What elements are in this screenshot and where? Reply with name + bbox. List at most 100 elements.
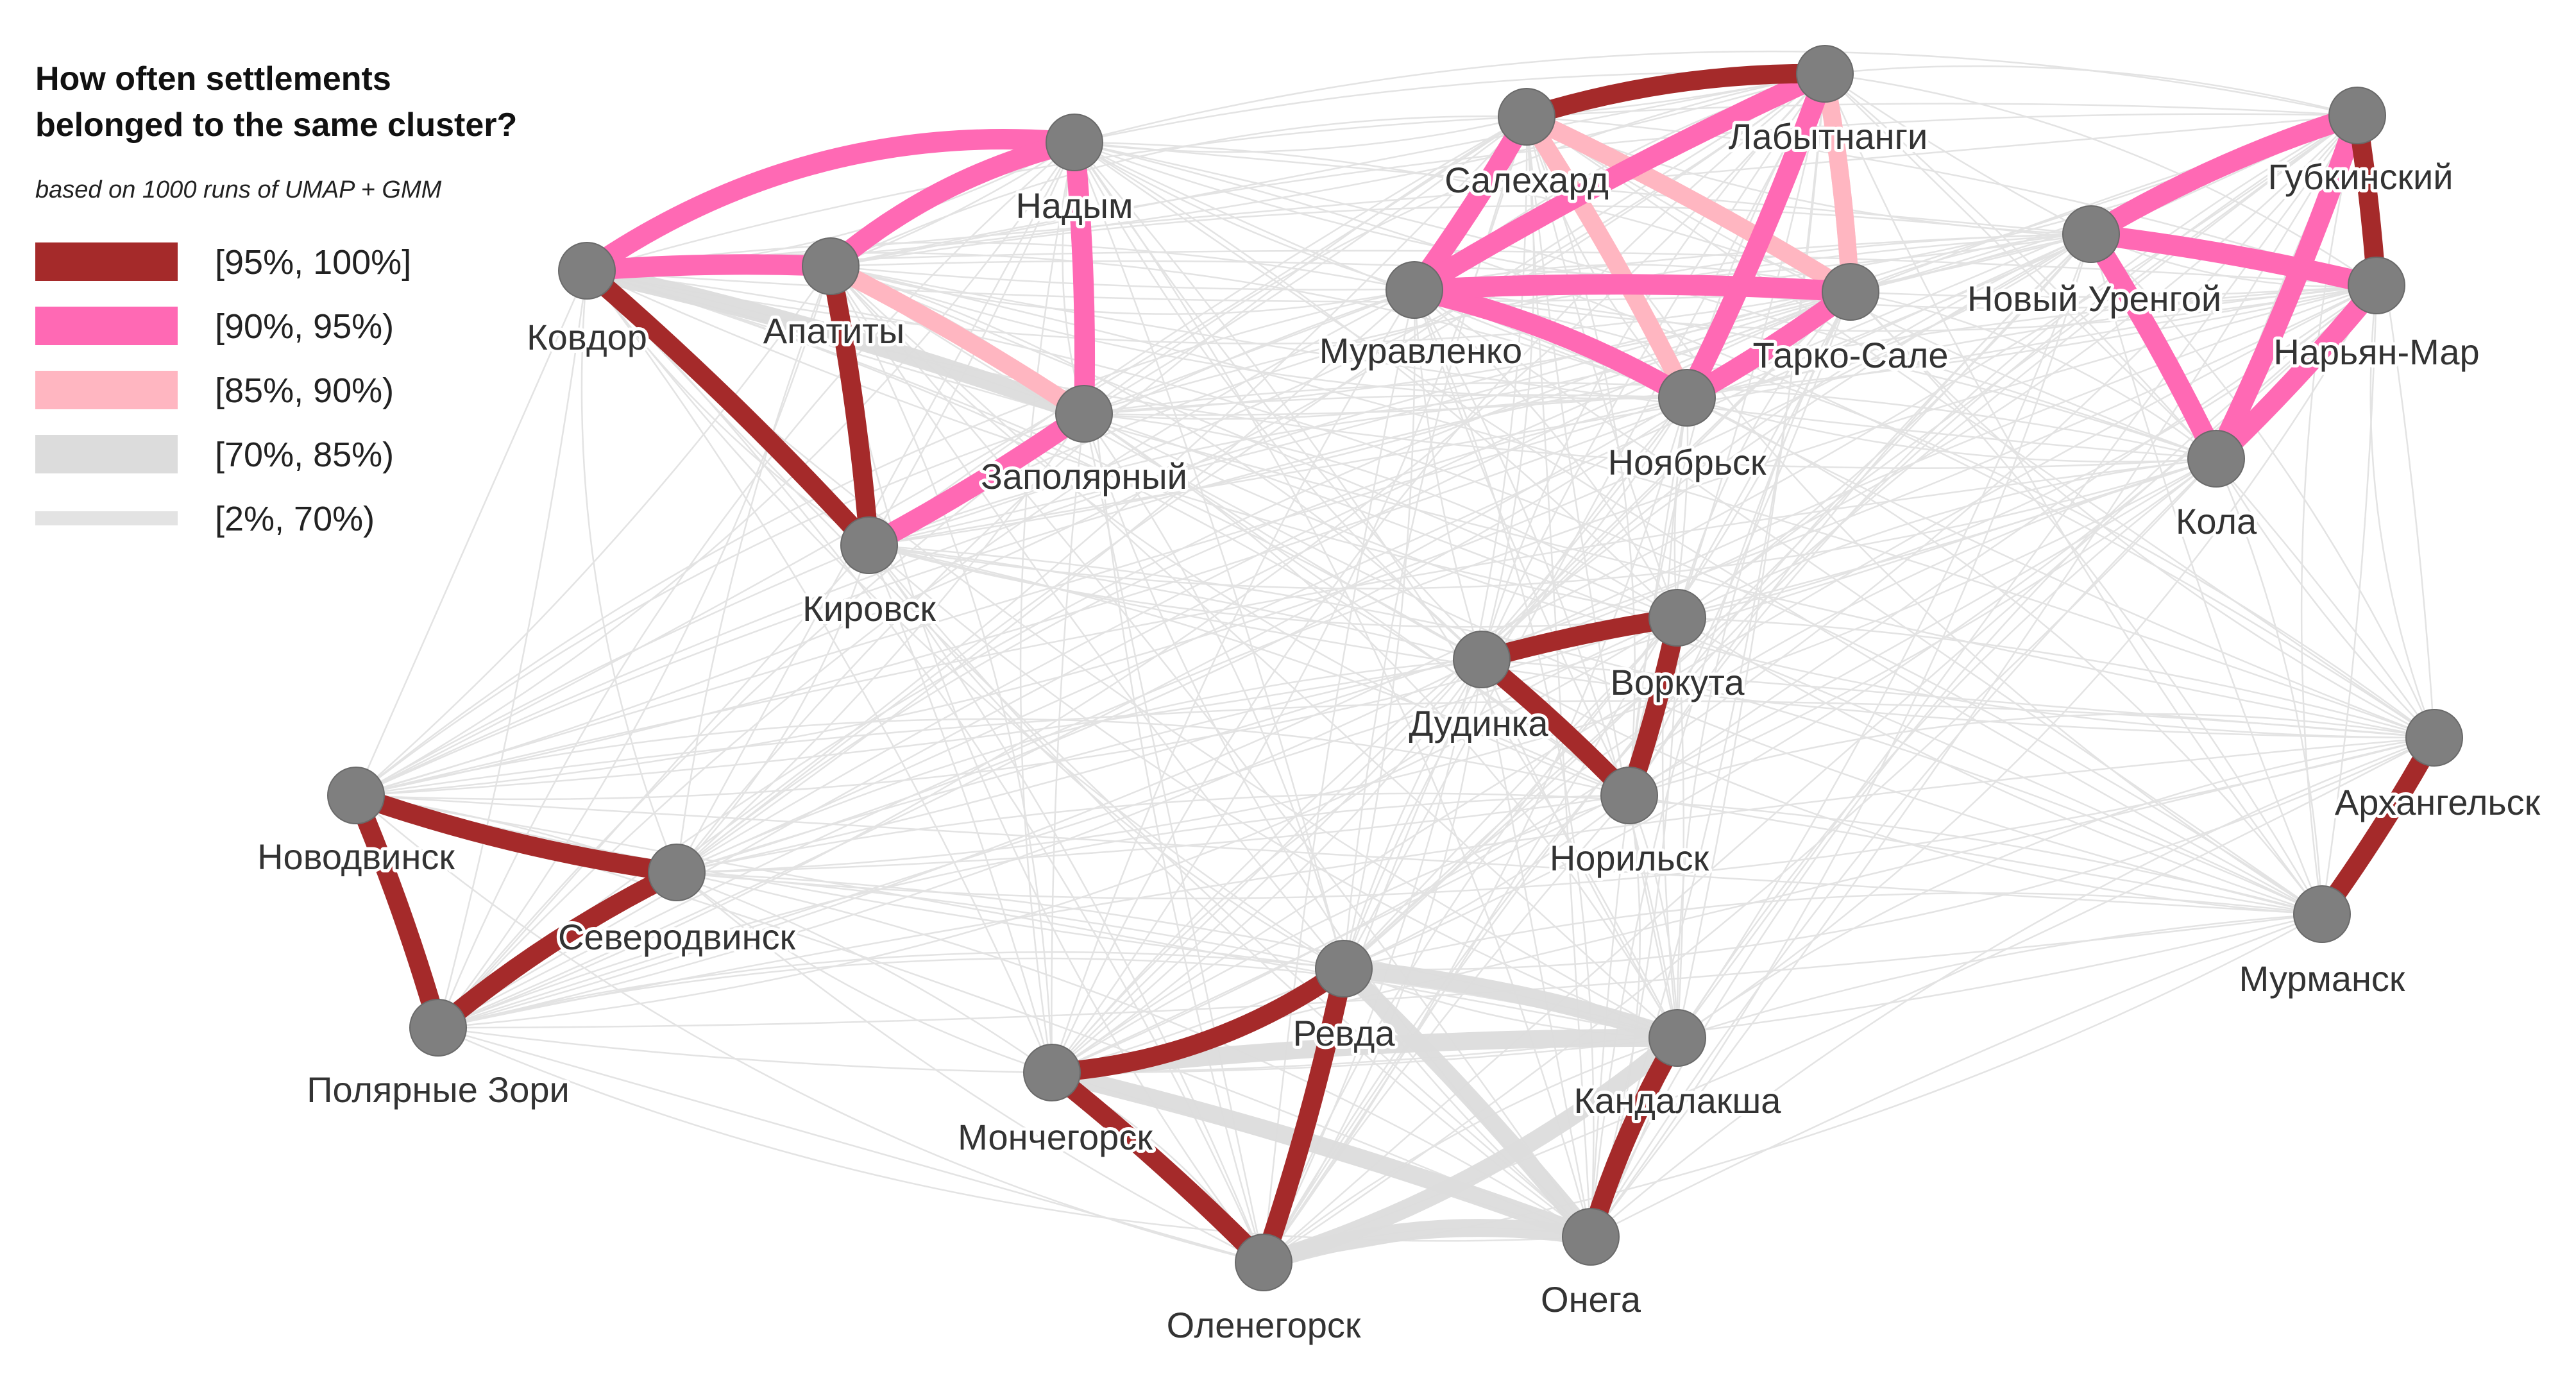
- weak-edge-tarko-olenegorsk: [1262, 291, 1852, 1263]
- weak-edge-novodvinsk-revda: [355, 794, 1344, 970]
- weak-edge-dudinka-revda: [1343, 659, 1483, 969]
- node-label-kirovsk: Кировск: [802, 588, 936, 629]
- weak-edge-labytnangi-kandalaksha: [1676, 73, 1826, 1039]
- weak-edge-noyabrsk-dudinka: [1481, 397, 1688, 660]
- weak-edge-nadym-noyabrsk: [1074, 141, 1688, 399]
- legend-swatch-0: [35, 242, 178, 281]
- weak-edge-zapolyarny-novodvinsk: [355, 412, 1085, 796]
- node-tarko: [1822, 263, 1879, 321]
- node-polyarnye: [409, 999, 467, 1057]
- node-label-monchegorsk: Мончегорск: [958, 1117, 1153, 1157]
- weak-edge-naryanmar-novodvinsk: [355, 284, 2377, 797]
- node-label-noyabrsk: Ноябрьск: [1608, 442, 1767, 482]
- weak-edge-gubkinsky-dudinka: [1481, 115, 2358, 661]
- weak-edge-kola-vorkuta: [1677, 457, 2217, 619]
- legend-items: [95%, 100%][90%, 95%)[85%, 90%)[70%, 85%…: [35, 242, 411, 538]
- weak-edge-labytnangi-urengoy: [1824, 72, 2092, 235]
- weak-edge-kovdor-salekhard: [586, 115, 1527, 272]
- weak-edge-gubkinsky-onega: [1590, 115, 2359, 1237]
- weak-edge-zapolyarny-salekhard: [1083, 116, 1527, 415]
- node-label-polyarnye: Полярные Зори: [307, 1069, 570, 1110]
- weak-edge-severodvinsk-olenegorsk: [676, 872, 1264, 1264]
- background-edges-layer: [355, 50, 2436, 1264]
- weak-edge-naryanmar-kandalaksha: [1677, 285, 2378, 1039]
- weak-edge-severodvinsk-onega: [676, 871, 1591, 1238]
- weak-edge-kovdor-tarko: [586, 269, 1851, 303]
- weak-edge-noyabrsk-polyarnye: [437, 396, 1688, 1029]
- weak-edge-kovdor-olenegorsk: [586, 270, 1265, 1263]
- node-label-dudinka: Дудинка: [1409, 703, 1548, 743]
- legend-label-4: [2%, 70%): [215, 500, 375, 538]
- weak-edge-muravlenko-olenegorsk: [1262, 289, 1416, 1263]
- weak-edge-dudinka-polyarnye: [437, 658, 1482, 1029]
- node-label-zapolyarny: Заполярный: [981, 456, 1187, 497]
- weak-edge-muravlenko-naryanmar: [1414, 284, 2377, 332]
- weak-edge-tarko-murmansk: [1850, 291, 2323, 915]
- weak-edge-noyabrsk-severodvinsk: [676, 396, 1688, 873]
- edge-revda-monchegorsk: [1051, 960, 1350, 1082]
- weak-edge-kovdor-polyarnye: [437, 270, 588, 1028]
- edge-urengoy-gubkinsky: [2085, 105, 2360, 243]
- weak-edge-kola-severodvinsk: [676, 457, 2217, 874]
- node-label-labytnangi: Лабытнанги: [1729, 116, 1928, 157]
- weak-edge-naryanmar-monchegorsk: [1051, 284, 2377, 1074]
- edge-labytnangi-noyabrsk: [1677, 70, 1835, 403]
- weak-edge-dudinka-novodvinsk: [355, 658, 1482, 797]
- weak-edge-urengoy-dudinka: [1481, 233, 2092, 660]
- edge-revda-kandalaksha: [1343, 960, 1681, 1047]
- weak-edge-nadym-vorkuta: [1074, 141, 1678, 618]
- weak-edge-vorkuta-arkhangelsk: [1677, 616, 2435, 739]
- legend-label-2: [85%, 90%): [215, 371, 394, 410]
- edge-naryanmar-kola: [2208, 278, 2385, 466]
- weak-edge-noyabrsk-novodvinsk: [355, 396, 1688, 797]
- weak-edge-kirovsk-polyarnye: [437, 545, 870, 1028]
- weak-edge-nadym-salekhard: [1074, 115, 1527, 153]
- weak-edge-polyarnye-monchegorsk: [437, 1026, 1053, 1074]
- edge-revda-onega: [1337, 962, 1598, 1243]
- node-olenegorsk: [1235, 1234, 1292, 1291]
- node-kovdor: [558, 242, 616, 300]
- weak-edge-norilsk-revda: [1343, 795, 1630, 970]
- weak-edge-norilsk-arkhangelsk: [1629, 713, 2435, 797]
- node-label-salekhard: Салехард: [1445, 160, 1609, 200]
- weak-edge-kirovsk-murmansk: [869, 544, 2323, 915]
- weak-edge-kola-murmansk: [2215, 458, 2323, 915]
- weak-edge-kirovsk-norilsk: [869, 544, 1630, 797]
- weak-edge-gubkinsky-norilsk: [1628, 114, 2358, 796]
- weak-edge-muravlenko-monchegorsk: [1051, 289, 1416, 1073]
- legend: How often settlements belonged to the sa…: [35, 60, 517, 538]
- weak-edge-zapolyarny-severodvinsk: [676, 413, 1085, 873]
- edge-urengoy-kola: [2082, 228, 2226, 463]
- weak-edge-polyarnye-olenegorsk: [437, 1026, 1264, 1264]
- weak-edge-vorkuta-monchegorsk: [1051, 616, 1678, 1073]
- weak-edge-murmansk-severodvinsk: [676, 792, 2323, 915]
- weak-edge-nadym-polyarnye: [437, 142, 1075, 1028]
- weak-edge-kovdor-novodvinsk: [355, 270, 588, 796]
- node-label-novodvinsk: Новодвинск: [257, 837, 455, 877]
- edge-salekhard-noyabrsk: [1519, 112, 1695, 402]
- edge-muravlenko-noyabrsk: [1412, 280, 1693, 407]
- node-monchegorsk: [1023, 1044, 1081, 1101]
- weak-edge-tarko-polyarnye: [437, 291, 1851, 1029]
- weak-edge-norilsk-polyarnye: [437, 794, 1630, 1029]
- node-noyabrsk: [1658, 369, 1716, 427]
- weak-edge-monchegorsk-kandalaksha: [1051, 1037, 1678, 1074]
- node-gubkinsky: [2328, 87, 2386, 144]
- weak-edge-kola-olenegorsk: [1263, 458, 2217, 1264]
- weak-edge-kovdor-norilsk: [586, 269, 1630, 796]
- node-severodvinsk: [648, 844, 706, 901]
- weak-edge-kola-onega: [1589, 458, 2217, 1237]
- weak-edge-muravlenko-kandalaksha: [1413, 289, 1679, 1039]
- weak-edge-salekhard-vorkuta: [1525, 116, 1679, 618]
- edge-monchegorsk-onega: [1049, 1064, 1594, 1246]
- weak-edge-labytnangi-gubkinsky: [1824, 65, 2358, 117]
- weak-edge-nadym-novodvinsk: [355, 142, 1076, 797]
- node-kirovsk: [840, 516, 898, 574]
- weak-edge-muravlenko-severodvinsk: [676, 289, 1415, 874]
- weak-edge-zapolyarny-labytnangi: [1083, 72, 1826, 414]
- weak-edge-gubkinsky-vorkuta: [1677, 114, 2358, 619]
- node-kola: [2187, 430, 2245, 488]
- weak-edge-apatity-dudinka: [830, 265, 1482, 660]
